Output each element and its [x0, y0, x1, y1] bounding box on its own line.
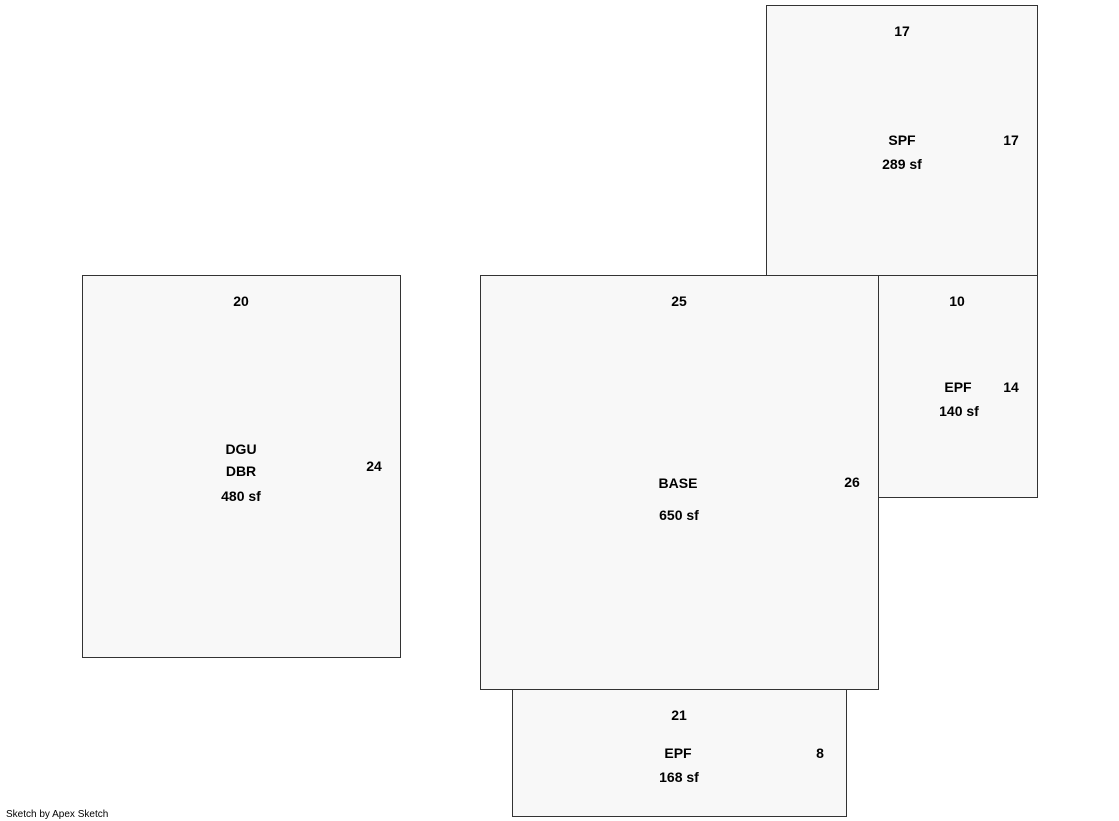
epf-bottom-right-dimension: 8 [816, 745, 824, 761]
base-top-dimension: 25 [671, 293, 687, 309]
epf-bottom-area-label: 168 sf [659, 769, 699, 785]
spf-top-dimension: 17 [894, 23, 910, 39]
dbr-name-label: DBR [225, 463, 257, 479]
base-name-label: BASE [658, 475, 698, 491]
base-area-label: 650 sf [659, 507, 699, 523]
spf-name-label: SPF [888, 132, 916, 148]
epf-right-right-dimension: 14 [1003, 379, 1019, 395]
base-right-dimension: 26 [844, 474, 860, 490]
dgu-right-dimension: 24 [366, 458, 382, 474]
spf-area-label: 289 sf [882, 156, 922, 172]
dgu-name-label: DGU [225, 441, 257, 457]
area-dgu-dbr [82, 275, 401, 658]
area-epf-right [878, 275, 1038, 498]
epf-right-name-label: EPF [944, 379, 972, 395]
epf-right-area-label: 140 sf [939, 403, 979, 419]
spf-right-dimension: 17 [1003, 132, 1019, 148]
dgu-area-label: 480 sf [221, 488, 261, 504]
dgu-top-dimension: 20 [233, 293, 249, 309]
epf-right-top-dimension: 10 [949, 293, 965, 309]
area-epf-bottom [512, 689, 847, 817]
epf-bottom-name-label: EPF [664, 745, 692, 761]
epf-bottom-top-dimension: 21 [671, 707, 687, 723]
sketch-credit: Sketch by Apex Sketch [6, 809, 109, 820]
area-spf [766, 5, 1038, 276]
